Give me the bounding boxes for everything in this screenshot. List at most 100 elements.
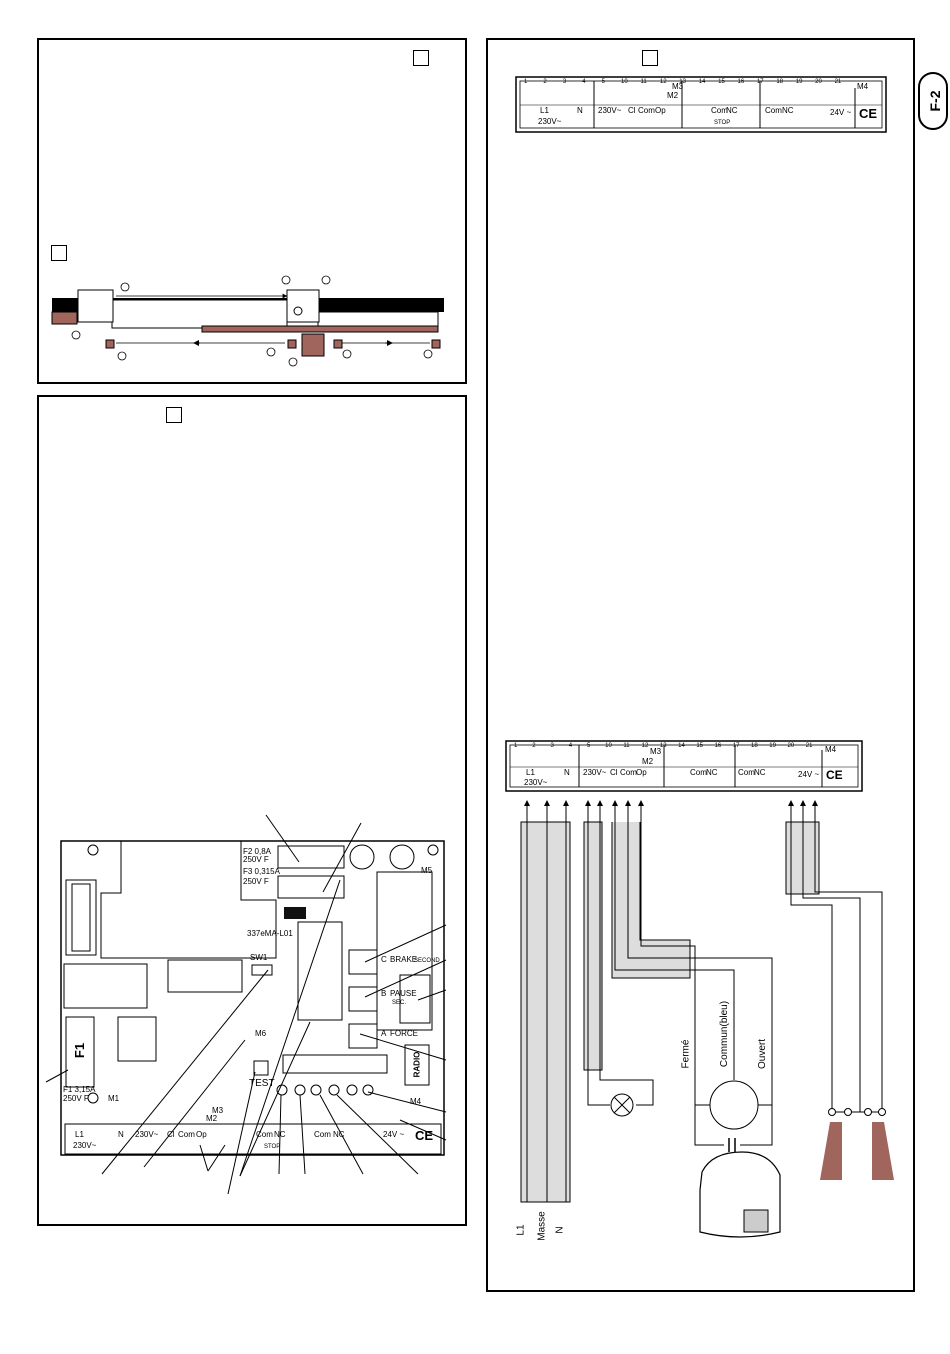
- tb-com-3: Com: [314, 1130, 331, 1139]
- strip-top-nc: NC: [726, 106, 738, 115]
- terminal-number: 10: [605, 743, 612, 749]
- figure-marker-c: [166, 407, 182, 423]
- pot-pause: [348, 986, 378, 1012]
- terminal-number: 17: [732, 743, 740, 749]
- motor-gear: [301, 333, 325, 357]
- microcontroller: [297, 921, 343, 1021]
- terminal-number: 15: [696, 743, 704, 749]
- strip-bot-230v: 230V~: [524, 778, 548, 787]
- tb-com: Com: [178, 1130, 195, 1139]
- strip-top-n: N: [577, 106, 583, 115]
- photocell-beam-left: [820, 1122, 842, 1180]
- strip-top-com-2: Com: [711, 106, 728, 115]
- motor-symbol: [709, 1080, 759, 1130]
- wire-label-ferme: Fermé: [680, 1039, 692, 1069]
- limit-carriage-right: [286, 289, 320, 323]
- strip-bot-m2: M2: [642, 757, 654, 766]
- strip-top-m4: M4: [857, 82, 869, 91]
- wire-label-n: N: [554, 1226, 566, 1234]
- terminal-number: 13: [659, 743, 667, 749]
- fuse-f3-label: F3 0,315A: [243, 867, 280, 876]
- chip-label: 337eMA-L01: [247, 929, 293, 938]
- strip-top-24v: 24V ~: [830, 108, 852, 117]
- terminal-number: 14: [698, 79, 706, 85]
- wiring-panel: [486, 38, 915, 1292]
- tb-op: Op: [196, 1130, 207, 1139]
- terminal-number: 1: [524, 79, 528, 85]
- strip-bot-m4: M4: [825, 745, 837, 754]
- tb-230v: 230V~: [73, 1141, 97, 1150]
- tb-stop: STOP: [264, 1144, 281, 1150]
- tb-24v: 24V ~: [383, 1130, 405, 1139]
- terminal-number: 2: [532, 743, 536, 749]
- strip-top-m2: M2: [667, 91, 679, 100]
- pot-b-label: PAUSE: [390, 989, 417, 998]
- terminal-number: 12: [659, 79, 667, 85]
- tb-com-2: Com: [256, 1130, 273, 1139]
- strip-top-ce: CE: [859, 106, 878, 121]
- strip-top-l1: L1: [540, 106, 549, 115]
- terminal-number: 19: [769, 743, 776, 749]
- wire-label-commun: Commun(bleu): [719, 1000, 731, 1068]
- tb-n: N: [118, 1130, 124, 1139]
- limit-carriage-left: [77, 289, 114, 323]
- strip-top-nc-2: NC: [782, 106, 794, 115]
- terminal-number: 4: [568, 743, 573, 749]
- pot-force: [348, 1023, 378, 1049]
- terminal-number: 1: [514, 743, 518, 749]
- strip-bot-com-3: Com: [738, 768, 755, 777]
- strip-top-cl: Cl: [628, 106, 636, 115]
- m1-label: M1: [108, 1094, 120, 1103]
- pot-c-letter: C: [381, 955, 387, 964]
- relay: [167, 959, 243, 993]
- tb-nc-2: NC: [333, 1130, 345, 1139]
- fuse-f1-volt: 250V F: [63, 1094, 89, 1103]
- pot-c-sub: SECOND: [414, 958, 440, 964]
- test-label: TEST: [249, 1078, 275, 1089]
- transformer-area: [100, 840, 277, 959]
- strip-bot-com: Com: [620, 768, 637, 777]
- terminal-number: 21: [805, 743, 813, 749]
- terminal-number: 10: [621, 79, 628, 85]
- pot-b-letter: B: [381, 989, 387, 998]
- strip-top-230v-2: 230V~: [598, 106, 622, 115]
- fuse-f2-volt: 250V F: [243, 855, 269, 864]
- terminal-number: 2: [543, 79, 547, 85]
- terminal-number: 5: [601, 79, 605, 85]
- strip-top-m3: M3: [672, 82, 684, 91]
- terminal-strip-top: [515, 76, 887, 133]
- fuse-f2-label: F2 0,8A: [243, 847, 272, 856]
- test-button: [253, 1060, 269, 1076]
- m6-label: M6: [255, 1029, 267, 1038]
- fuse-f3-volt: 250V F: [243, 877, 269, 886]
- terminal-number: 12: [641, 743, 649, 749]
- terminal-number: 20: [787, 743, 795, 749]
- terminal-number: 21: [834, 79, 842, 85]
- m2-label: M2: [206, 1114, 218, 1123]
- fuse-f3: [277, 875, 345, 899]
- mains-cable: [520, 821, 571, 1203]
- tb-cl: Cl: [167, 1130, 175, 1139]
- fuse-f1-rating: F1 3,15A: [63, 1085, 96, 1094]
- terminal-number: 13: [679, 79, 686, 85]
- circuit-board: [45, 814, 447, 1195]
- terminal-number: 15: [718, 79, 725, 85]
- strip-bot-op: Op: [636, 768, 647, 777]
- strip-bot-cl: Cl: [610, 768, 618, 777]
- m5-label: M5: [421, 866, 433, 875]
- wire-label-l1: L1: [515, 1224, 527, 1236]
- strip-top-op: Op: [655, 106, 666, 115]
- wiring-diagram: [520, 800, 894, 1238]
- strip-bot-24v: 24V ~: [798, 770, 820, 779]
- rail-panel: [37, 38, 467, 384]
- terminal-number: 20: [815, 79, 822, 85]
- fuse-f2: [277, 845, 345, 869]
- terminal-number: 18: [776, 79, 784, 85]
- terminal-number: 11: [640, 79, 647, 85]
- sw1-label: SW1: [250, 953, 268, 962]
- strip-bot-n: N: [564, 768, 570, 777]
- ce-mark: CE: [415, 1128, 434, 1143]
- terminal-number: 19: [795, 79, 803, 85]
- terminal-number: 11: [623, 743, 630, 749]
